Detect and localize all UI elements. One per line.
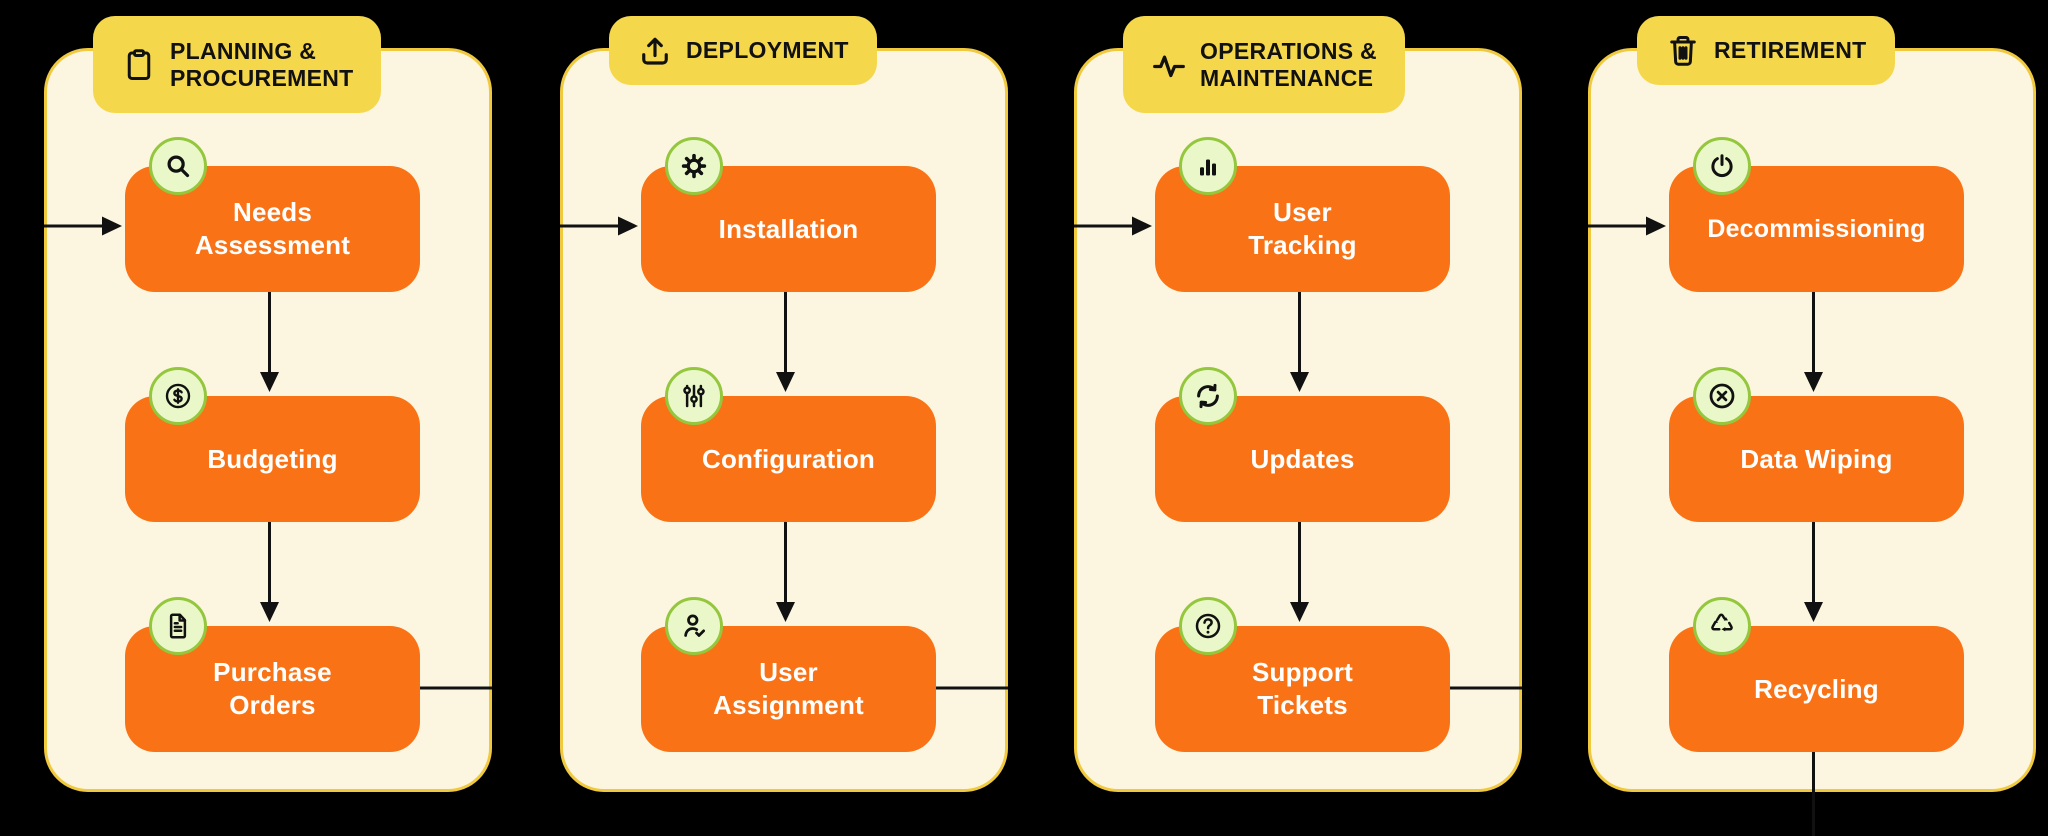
- step-label: Purchase Orders: [213, 657, 332, 720]
- dollar-icon: [165, 383, 191, 409]
- step-label: Configuration: [701, 443, 875, 474]
- phase-header-planning-procurement: PLANNING & PROCUREMENT: [93, 16, 382, 113]
- user-check-icon: [684, 614, 705, 637]
- step-label: Budgeting: [207, 443, 338, 474]
- step-icon-circle: [149, 367, 207, 425]
- question-icon: [1195, 613, 1221, 639]
- clipboard-icon: [127, 48, 151, 80]
- step-icon-circle: [149, 597, 207, 655]
- refresh-icon: [1197, 383, 1219, 409]
- step-icon-circle: [1693, 137, 1751, 195]
- step-icon-circle: [1179, 597, 1237, 655]
- phase-title: DEPLOYMENT: [686, 37, 849, 63]
- upload-icon: [642, 37, 668, 65]
- step-label: Data Wiping: [1740, 443, 1893, 474]
- step-icon-circle: [1179, 137, 1237, 195]
- phase-panel-retirement: RETIREMENT Decommissioning Data Wiping: [1588, 16, 2036, 792]
- activity-icon: [1153, 55, 1185, 77]
- bar-chart-icon: [1200, 159, 1216, 176]
- phase-title: PLANNING & PROCUREMENT: [170, 37, 354, 91]
- x-circle-icon: [1709, 383, 1735, 409]
- step-needs-assessment: Needs Assessment: [125, 166, 420, 292]
- step-label: Needs Assessment: [194, 197, 351, 260]
- step-icon-circle: [665, 137, 723, 195]
- step-icon-circle: [149, 137, 207, 195]
- step-label: Recycling: [1754, 673, 1879, 704]
- step-label: User Assignment: [713, 657, 864, 720]
- step-icon-circle: [1693, 597, 1751, 655]
- phase-panel-operations-maintenance: OPERATIONS & MAINTENANCE User Tracking U…: [1074, 16, 1522, 792]
- step-icon-circle: [1179, 367, 1237, 425]
- step-configuration: Configuration: [641, 396, 936, 522]
- phase-header-operations-maintenance: OPERATIONS & MAINTENANCE: [1123, 16, 1405, 113]
- step-label: Updates: [1250, 443, 1355, 474]
- step-label: Support Tickets: [1251, 657, 1354, 720]
- phase-panel-planning-procurement: PLANNING & PROCUREMENT Needs Assessment …: [44, 16, 492, 792]
- step-label: User Tracking: [1248, 197, 1357, 260]
- search-icon: [167, 155, 190, 178]
- step-icon-circle: [665, 597, 723, 655]
- phase-title: RETIREMENT: [1714, 37, 1867, 63]
- step-icon-circle: [1693, 367, 1751, 425]
- phase-header-retirement: RETIREMENT: [1637, 16, 1895, 85]
- document-icon: [169, 613, 187, 639]
- step-icon-circle: [665, 367, 723, 425]
- gear-icon: [681, 153, 707, 179]
- phase-panel-deployment: DEPLOYMENT Installation: [560, 16, 1008, 792]
- phase-header-deployment: DEPLOYMENT: [609, 16, 877, 85]
- phase-title: OPERATIONS & MAINTENANCE: [1200, 37, 1377, 91]
- step-label: Installation: [718, 213, 859, 244]
- sliders-icon: [683, 384, 705, 408]
- trash-icon: [1670, 35, 1696, 66]
- step-label: Decommissioning: [1707, 214, 1926, 243]
- recycle-icon: [1711, 613, 1733, 632]
- power-icon: [1711, 154, 1733, 178]
